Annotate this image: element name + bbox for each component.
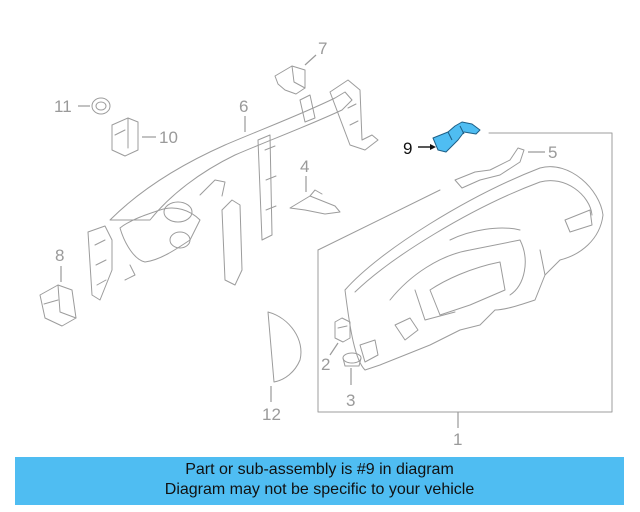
callout-6: 6 [239,97,248,116]
part-5-bracket [454,147,545,189]
part-7-bracket [274,54,317,95]
part-11-grommet [78,97,111,115]
callout-1: 1 [453,430,462,449]
callout-8: 8 [55,246,64,265]
callout-11: 11 [54,97,72,116]
part-1-instrument-panel [317,132,613,428]
callout-4: 4 [300,157,309,176]
callout-7: 7 [318,39,327,58]
callout-5: 5 [548,143,557,162]
info-banner: Part or sub-assembly is #9 in diagram Di… [15,457,624,505]
callout-9: 9 [403,139,412,158]
callout-3: 3 [346,391,355,410]
banner-line-1: Part or sub-assembly is #9 in diagram [185,461,454,478]
part-4-bracket [289,176,341,215]
part-3-clip [342,352,362,385]
part-12-trim-cover [267,311,302,402]
part-10-bracket [111,117,156,157]
callout-10: 10 [159,128,178,147]
callout-2: 2 [321,355,330,374]
parts-diagram: 1 2 3 4 5 6 7 8 9 10 11 12 [39,39,613,449]
part-2-bracket [329,317,351,356]
callout-12: 12 [262,405,281,424]
part-9-highlighted-bracket [418,121,481,153]
part-8-bracket [39,266,77,327]
banner-line-2: Diagram may not be specific to your vehi… [164,481,475,498]
part-6-cross-car-beam [87,79,379,301]
